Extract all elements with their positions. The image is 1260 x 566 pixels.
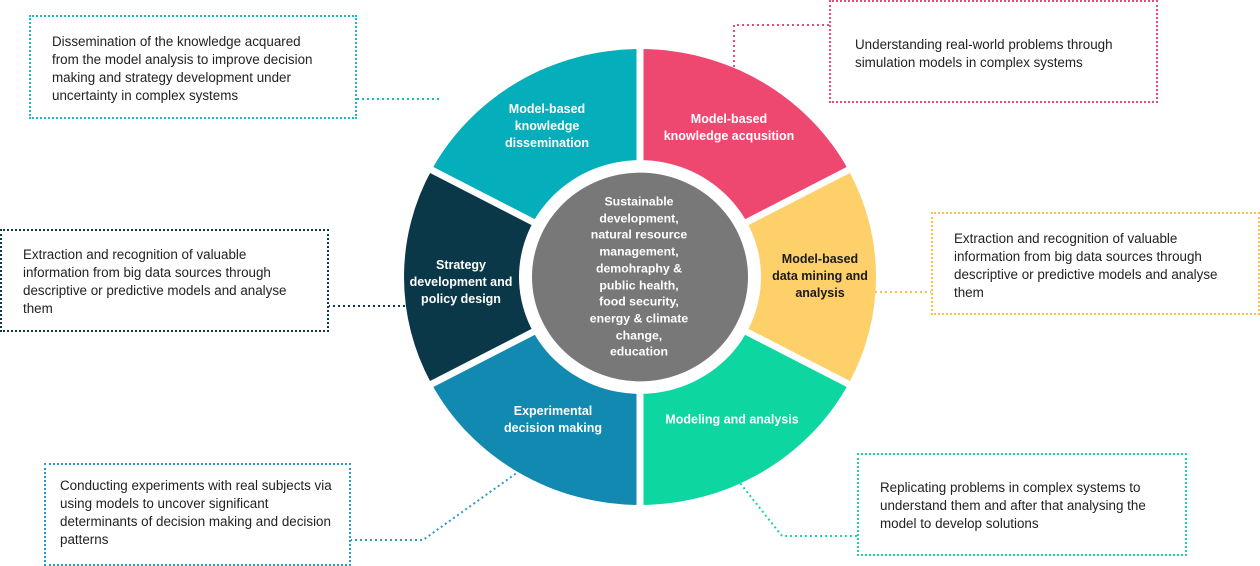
- description-line: simulation models in complex systems: [855, 55, 1083, 70]
- label-line: data mining and: [772, 268, 868, 283]
- description-line: Extraction and recognition of valuable: [954, 231, 1178, 246]
- label-line: policy design: [421, 291, 501, 306]
- connector-modeling: [739, 482, 857, 537]
- connector-acquisition: [733, 24, 829, 70]
- description-line: them: [954, 285, 984, 300]
- label-line: Experimental: [513, 404, 593, 419]
- segment-label-acquisition: Model-based knowledge acqusition: [664, 111, 795, 145]
- description-line: Understanding real-world problems throug…: [855, 37, 1113, 52]
- description-box-modeling: Replicating problems in complex systems …: [857, 453, 1187, 556]
- description-line: patterns: [60, 532, 109, 547]
- label-line: Model-based: [508, 101, 586, 116]
- description-line: understand them and after that analysing…: [880, 498, 1146, 513]
- description-box-data-mining: Extraction and recognition of valuable i…: [931, 212, 1260, 315]
- segment-label-strategy: Strategy development and policy design: [410, 257, 513, 307]
- description-line: them: [23, 301, 53, 316]
- label-line: Modeling and analysis: [665, 412, 799, 427]
- description-line: Conducting experiments with real subject…: [60, 478, 332, 493]
- center-line: food security,: [599, 294, 679, 309]
- label-line: knowledge acqusition: [663, 129, 795, 143]
- label-line: Model-based: [690, 112, 768, 127]
- description-line: information from big data sources throug…: [23, 265, 271, 280]
- center-topics: Sustainable development, natural resourc…: [590, 193, 688, 360]
- description-line: making and strategy development under: [52, 70, 291, 85]
- center-line: Sustainable: [604, 194, 674, 209]
- center-line: demohraphy &: [595, 261, 683, 276]
- center-line: development,: [599, 211, 679, 226]
- description-line: determinants of decision making and deci…: [60, 514, 331, 529]
- center-line: change,: [615, 328, 663, 343]
- description-line: Replicating problems in complex systems …: [880, 480, 1141, 495]
- segment-label-modeling: Modeling and analysis: [665, 412, 798, 429]
- segment-label-dissemination: Model-based knowledge dissemination: [505, 101, 589, 151]
- description-line: Dissemination of the knowledge acquared: [52, 34, 301, 49]
- label-line: Model-based: [781, 251, 859, 266]
- connector-experimental: [350, 471, 519, 541]
- label-line: Strategy: [435, 257, 487, 272]
- center-line: energy & climate: [589, 311, 689, 326]
- description-line: descriptive or predictive models and ana…: [954, 267, 1218, 282]
- center-line: public health,: [599, 278, 679, 292]
- description-line: from the model analysis to improve decis…: [52, 52, 313, 67]
- segment-label-experimental: Experimental decision making: [504, 403, 602, 437]
- label-line: analysis: [795, 285, 845, 300]
- description-line: information from big data sources throug…: [954, 249, 1202, 264]
- description-line: Extraction and recognition of valuable: [23, 247, 247, 262]
- label-line: knowledge: [514, 118, 580, 133]
- description-line: using models to uncover significant: [60, 496, 269, 511]
- description-box-experimental: Conducting experiments with real subject…: [44, 463, 351, 566]
- label-line: decision making: [504, 421, 602, 435]
- description-box-strategy: Extraction and recognition of valuable i…: [0, 229, 329, 332]
- label-line: development and: [409, 274, 513, 289]
- description-box-dissemination: Dissemination of the knowledge acquared …: [29, 15, 357, 119]
- center-line: education: [609, 344, 669, 359]
- center-line: natural resource: [590, 227, 688, 242]
- center-line: management,: [599, 244, 679, 259]
- description-line: descriptive or predictive models and ana…: [23, 283, 287, 298]
- description-box-acquisition: Understanding real-world problems throug…: [829, 0, 1158, 103]
- description-line: model to develop solutions: [880, 516, 1039, 531]
- segment-label-data-mining: Model-based data mining and analysis: [772, 251, 868, 301]
- label-line: dissemination: [504, 135, 590, 150]
- description-line: uncertainty in complex systems: [52, 88, 239, 103]
- center-circle: [532, 172, 748, 382]
